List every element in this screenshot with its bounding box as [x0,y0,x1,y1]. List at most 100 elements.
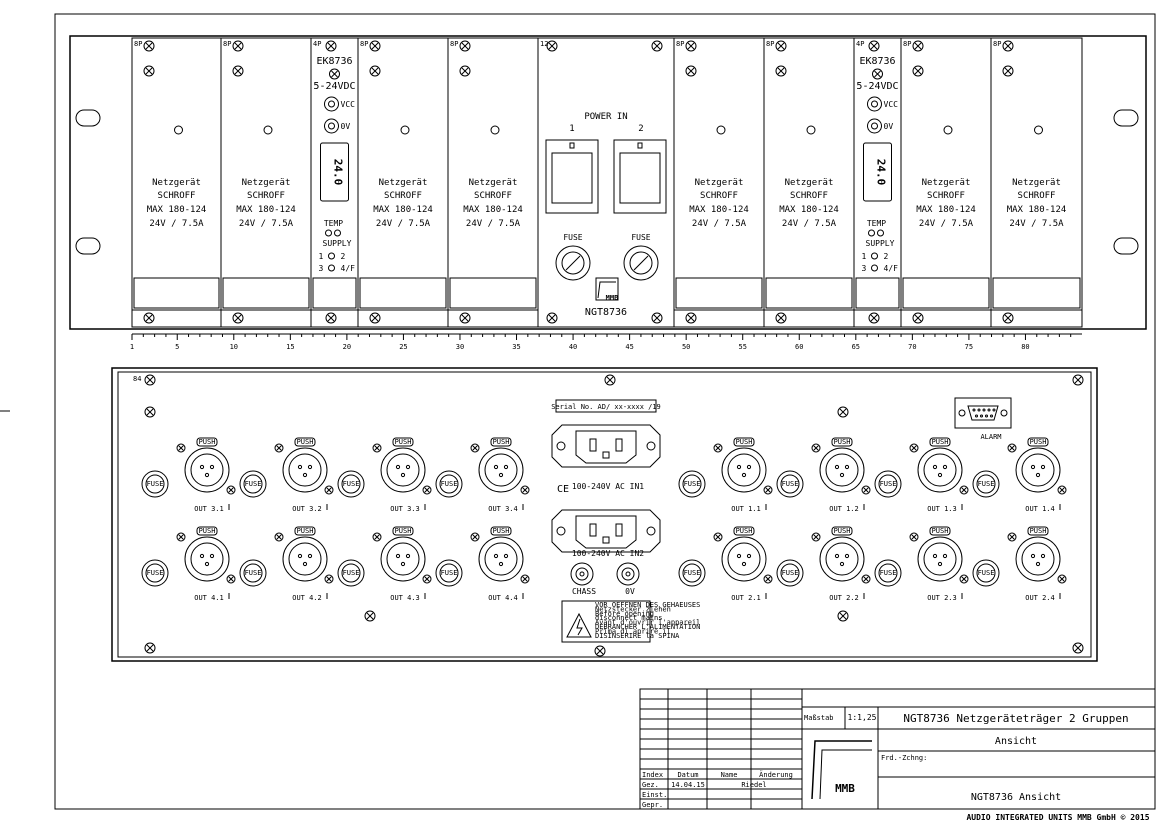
psu-model: MAX 180-124 [236,205,296,215]
alarm-label: ALARM [980,433,1001,441]
push-label: PUSH [493,527,510,535]
ac-inlet-label: 100-240V AC IN1 [572,482,644,491]
chassis-terminal-inner [575,567,589,581]
push-label: PUSH [736,527,753,535]
ov-terminal-pin [625,571,631,577]
screw-icon [909,443,919,453]
frd-label: Frd.-Zchng: [881,754,927,762]
hazard-icon [566,612,592,638]
screw-icon [546,312,558,324]
xlr-inner [923,453,957,487]
screw-icon [1007,532,1017,542]
row-label: Gepr. [642,801,663,809]
xlr-outer [380,536,426,582]
serial-box [555,399,657,413]
lightning-icon [576,618,583,636]
fuse-out-3-2: FUSE [239,470,267,498]
fuse-out-4-1: FUSE [141,559,169,587]
push-tab [929,437,951,447]
screw-icon [364,610,376,622]
scale-label: 30 [456,343,464,351]
xlr-pin [297,464,303,470]
screw-icon [685,312,697,324]
screw-icon [232,312,244,324]
dsub-pin [985,414,988,418]
output-label: OUT 4.3 [390,594,420,602]
ov-terminal-label: 0V [625,587,635,596]
fuse-label: FUSE [880,569,897,577]
switch-2-label: 2 [638,124,643,134]
ov-terminal [616,562,640,586]
fuse-holder-inner [976,563,996,583]
logo-box [595,277,619,301]
screw-icon [1072,374,1084,386]
fuse-out-3-3: FUSE [337,470,365,498]
display-window [863,142,892,202]
inlet-pin [602,451,610,459]
xlr-pin [503,553,509,559]
warning-line: Before opening [595,610,654,618]
psu-rating: 24V / 7.5A [149,219,204,229]
dsub-shell [967,405,999,421]
fuse-holder-inner [878,474,898,494]
vcc-label: VCC [341,100,356,109]
screw-icon [861,485,871,495]
push-label: PUSH [834,527,851,535]
xlr-pin [199,464,205,470]
xlr-pin [834,464,840,470]
output-label: OUT 4.4 [488,594,518,602]
mmb-logo-icon: MMB [595,277,619,302]
fuse-holder [435,470,463,498]
inlet-screw [556,526,566,536]
vcc-socket-inner [871,100,878,108]
screw-icon [775,65,787,77]
xlr-pin [1035,472,1041,478]
col-label: Name [721,771,738,779]
screw-icon [651,40,663,52]
push-label: PUSH [199,527,216,535]
psu-rating: 24V / 7.5A [376,219,431,229]
supply-led-1 [328,252,335,260]
push-tab [1027,437,1049,447]
fuse-holder-inner [976,474,996,494]
xlr-pin [307,464,313,470]
temp-led [325,229,332,237]
push-tab [490,437,512,447]
xlr-pin [1035,561,1041,567]
xlr-outer [721,447,767,493]
screw-icon [143,312,155,324]
xlr-inner [484,453,518,487]
xlr-inner [727,542,761,576]
screw-icon [685,40,697,52]
col-label: Änderung [759,770,793,779]
xlr-pin [937,472,943,478]
ov-terminal-inner [621,567,635,581]
gez-date: 14.04.15 [671,781,705,789]
temp-led [877,229,884,237]
psu-model: MAX 180-124 [916,205,976,215]
dsub-pin [972,408,976,412]
slot-label: 12 [540,40,548,48]
push-label: PUSH [395,438,412,446]
fuse-label: FUSE [441,569,458,577]
label-field [675,277,763,309]
screw-icon [604,374,616,386]
xlr-pin [932,553,938,559]
fuse-holder [972,559,1000,587]
psu-model: MAX 180-124 [689,205,749,215]
screw-icon [459,40,471,52]
fuse-out-4-2: FUSE [239,559,267,587]
xlr-outer [1015,536,1061,582]
power-in-label: POWER IN [584,112,627,122]
footer-copyright: AUDIO INTEGRATED UNITS MMB GmbH © 2015 [966,813,1149,822]
drawing-name: NGT8736 Ansicht [971,792,1061,803]
power-switch-1 [545,139,599,214]
module-panel [537,37,675,328]
fuse-label: FUSE [343,569,360,577]
fuse-label: FUSE [563,233,582,242]
